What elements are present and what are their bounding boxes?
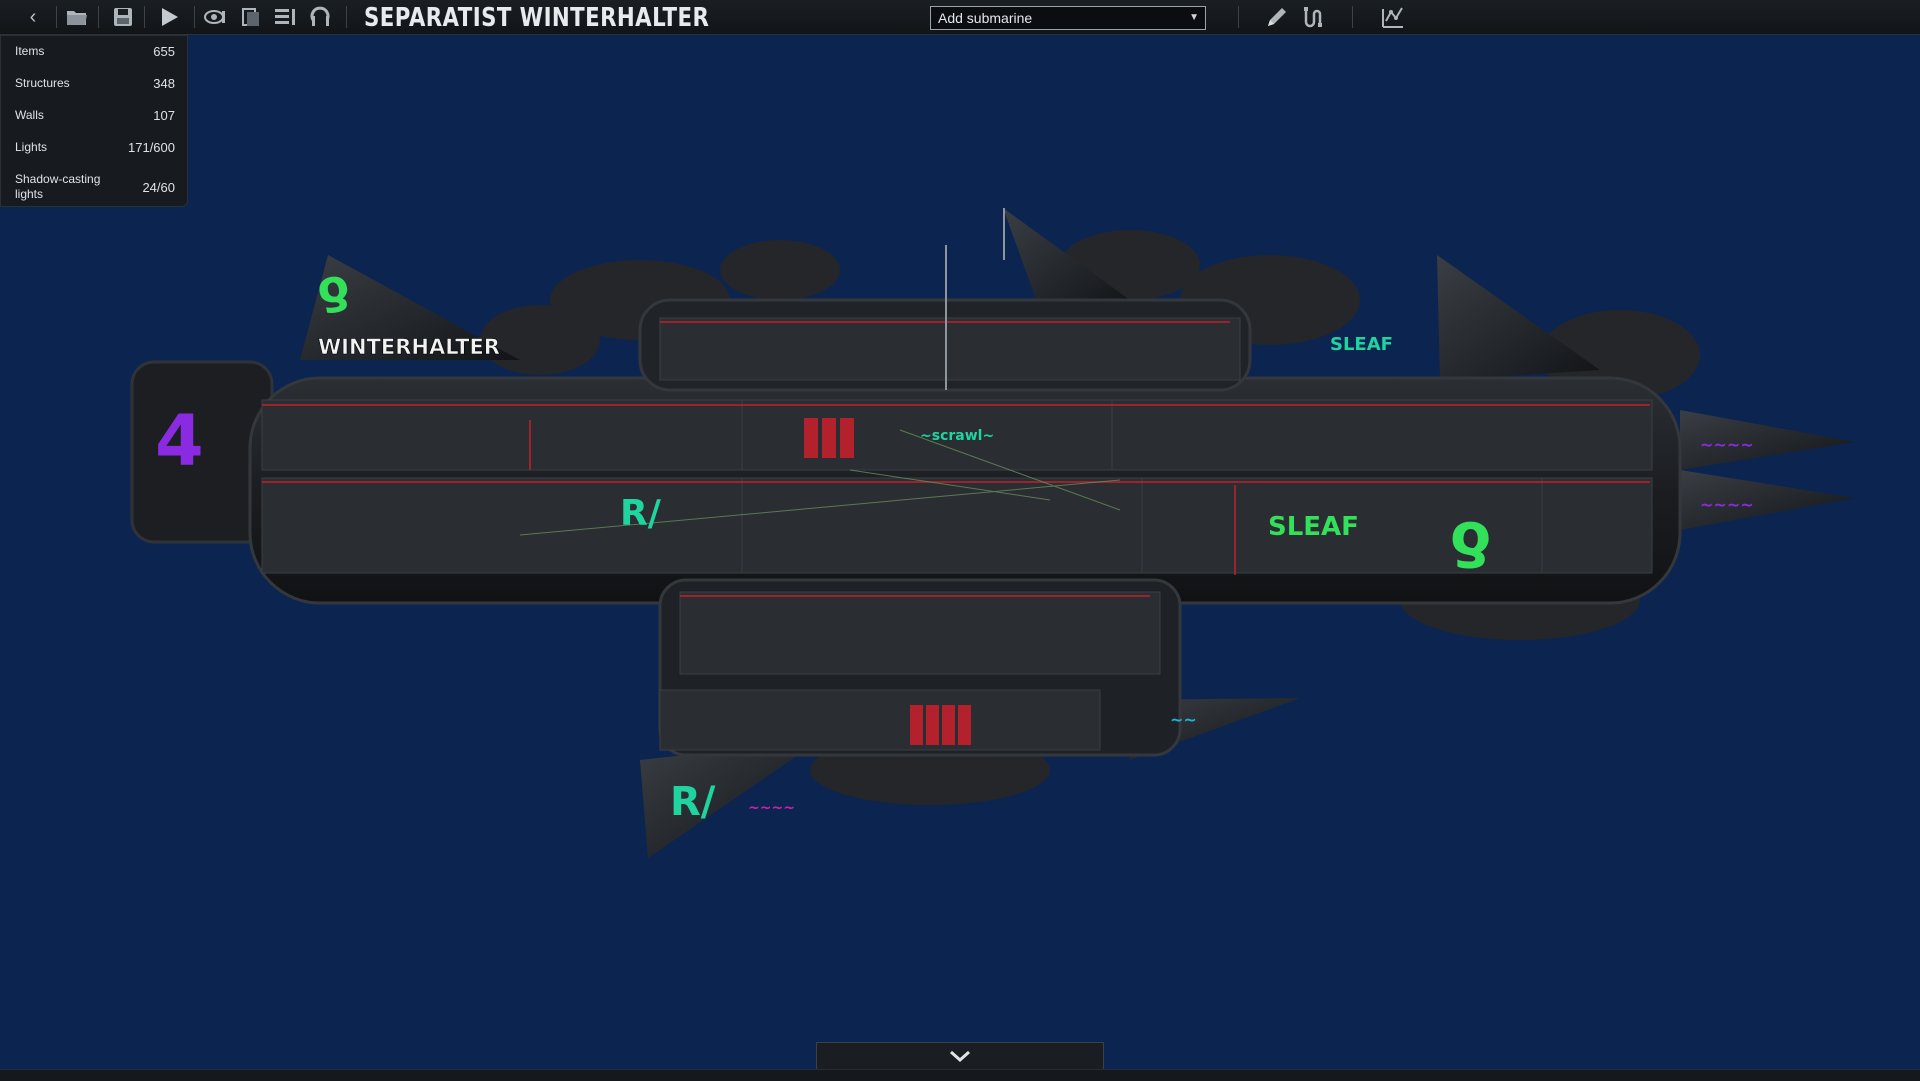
undo-icon bbox=[310, 6, 330, 26]
waypoints-icon bbox=[1382, 7, 1403, 28]
hull-name-decal: WINTERHALTER bbox=[318, 335, 500, 359]
save-button[interactable] bbox=[108, 3, 138, 31]
fin-bottom-left bbox=[640, 740, 820, 858]
entity-panel-toggle-button[interactable] bbox=[816, 1042, 1104, 1070]
svg-text:ƍ: ƍ bbox=[1450, 500, 1491, 570]
stat-label: Lights bbox=[15, 140, 48, 154]
toolbar-divider bbox=[144, 6, 145, 28]
svg-text:~~~~: ~~~~ bbox=[748, 800, 795, 816]
submarine-stats-panel: Items 655 Structures 348 Walls 107 Light… bbox=[0, 35, 188, 207]
bottom-bar bbox=[0, 1069, 1920, 1081]
save-icon bbox=[114, 8, 132, 26]
stat-value: 348 bbox=[153, 76, 175, 91]
svg-text:~~: ~~ bbox=[1170, 710, 1197, 729]
stat-value: 655 bbox=[153, 44, 175, 59]
antenna-masts bbox=[945, 208, 1005, 390]
interior-rooms bbox=[261, 317, 1653, 751]
wiring-icon bbox=[1304, 7, 1322, 28]
svg-text:~scrawl~: ~scrawl~ bbox=[920, 428, 994, 444]
stat-value: 171/600 bbox=[128, 140, 175, 155]
submarine-name-title: SEPARATIST WINTERHALTER bbox=[364, 3, 710, 33]
svg-text:R/: R/ bbox=[620, 493, 662, 534]
red-lockers bbox=[804, 418, 971, 745]
play-icon bbox=[162, 8, 178, 26]
pencil-icon bbox=[1268, 8, 1286, 26]
stat-label: Structures bbox=[15, 76, 70, 90]
add-submarine-dropdown[interactable]: Add submarine ▼ bbox=[930, 6, 1206, 30]
add-submarine-selected: Add submarine bbox=[938, 10, 1033, 26]
entity-list-icon bbox=[242, 8, 259, 26]
svg-text:SLEAF: SLEAF bbox=[1268, 512, 1359, 542]
svg-text:4: 4 bbox=[155, 400, 204, 482]
chevron-down-icon bbox=[950, 1050, 970, 1063]
visibility-icon bbox=[204, 10, 225, 24]
undo-button[interactable] bbox=[306, 3, 336, 31]
stat-label: Items bbox=[15, 44, 45, 58]
layers-icon bbox=[275, 9, 295, 25]
back-button[interactable]: ‹ bbox=[18, 3, 48, 31]
back-icon: ‹ bbox=[29, 5, 37, 28]
open-folder-icon bbox=[67, 11, 87, 25]
fin-top-left bbox=[300, 255, 520, 360]
stat-value: 24/60 bbox=[142, 180, 175, 195]
toolbar-divider bbox=[1238, 6, 1239, 28]
toolbar-divider bbox=[194, 6, 195, 28]
toolbar-divider bbox=[98, 6, 99, 28]
svg-text:~~~~: ~~~~ bbox=[1700, 435, 1754, 454]
wiring-mode-button[interactable] bbox=[1298, 3, 1328, 31]
stat-value: 107 bbox=[153, 108, 175, 123]
svg-text:~~~~: ~~~~ bbox=[1700, 495, 1754, 514]
stat-label: Walls bbox=[15, 108, 44, 122]
fin-top-middle bbox=[1003, 208, 1130, 310]
edit-mode-button[interactable] bbox=[1262, 3, 1292, 31]
data-wires bbox=[519, 429, 1121, 536]
toolbar-divider bbox=[56, 6, 57, 28]
stat-label: Shadow-casting lights bbox=[15, 172, 101, 201]
open-button[interactable] bbox=[62, 3, 92, 31]
editor-canvas[interactable]: ƍ 4 SLEAF ƍ R/ R/ ~scrawl~ SLEAF ~~~~ ~~… bbox=[0, 35, 1920, 1069]
svg-text:SLEAF: SLEAF bbox=[1330, 334, 1393, 355]
layers-button[interactable] bbox=[270, 3, 300, 31]
wiring-lines bbox=[262, 321, 1650, 597]
bow-spike-lower bbox=[1680, 470, 1855, 530]
waypoints-button[interactable] bbox=[1378, 3, 1408, 31]
visibility-button[interactable] bbox=[200, 3, 230, 31]
svg-text:R/: R/ bbox=[670, 779, 716, 825]
fin-top-right bbox=[1437, 255, 1600, 380]
graffiti-decals: ƍ 4 SLEAF ƍ R/ R/ ~scrawl~ SLEAF ~~~~ ~~… bbox=[155, 257, 1754, 825]
chevron-down-icon: ▼ bbox=[1189, 12, 1199, 23]
toolbar-divider bbox=[346, 6, 347, 28]
bow-spike-upper bbox=[1680, 410, 1855, 470]
submarine-hull[interactable]: ƍ 4 SLEAF ƍ R/ R/ ~scrawl~ SLEAF ~~~~ ~~… bbox=[0, 35, 1920, 1069]
test-play-button[interactable] bbox=[154, 3, 184, 31]
editor-toolbar: ‹ SEPARATIST WINTERHALTER Add submarine … bbox=[0, 0, 1920, 35]
entity-list-button[interactable] bbox=[236, 3, 266, 31]
toolbar-divider bbox=[1352, 6, 1353, 28]
